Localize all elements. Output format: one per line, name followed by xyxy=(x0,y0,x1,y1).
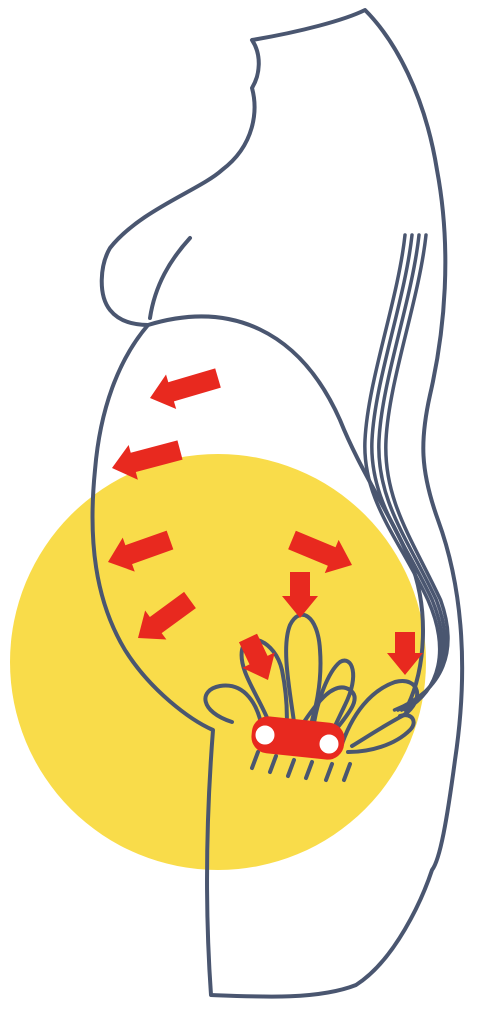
muscle-strand xyxy=(268,754,278,774)
pressure-arrow xyxy=(108,530,174,572)
muscle-strand xyxy=(304,760,314,780)
muscle-strand xyxy=(286,758,296,778)
pressure-arrow xyxy=(112,440,183,480)
breast-fold-line xyxy=(148,236,192,320)
clip-dot-left xyxy=(252,722,278,748)
clip-dot-right xyxy=(316,731,342,757)
spinal-nerve-lines xyxy=(363,233,450,712)
pressure-arrow xyxy=(387,632,423,675)
muscle-strand xyxy=(250,750,260,770)
support-clip xyxy=(251,716,345,760)
spinal-nerve-line xyxy=(370,233,445,712)
muscle-loop xyxy=(298,685,357,740)
torso-outline xyxy=(90,8,465,999)
pressure-arrow xyxy=(282,572,318,618)
spinal-nerve-line xyxy=(363,233,442,712)
muscle-loop xyxy=(338,679,420,752)
pressure-arrow xyxy=(137,591,196,640)
spinal-nerve-line xyxy=(377,233,447,712)
pressure-arrows xyxy=(108,368,423,680)
pressure-arrow xyxy=(149,368,221,410)
muscle-loop xyxy=(203,683,264,730)
spinal-nerve-line xyxy=(384,233,450,712)
pelvic-region-highlight-circle xyxy=(10,454,426,870)
muscle-strand xyxy=(342,762,352,782)
belly-inner-curve xyxy=(146,314,425,707)
pressure-arrow xyxy=(288,530,352,574)
muscle-loop xyxy=(346,713,416,754)
pressure-arrow xyxy=(238,633,275,680)
body-outline xyxy=(90,8,465,999)
muscle-strand xyxy=(324,762,334,782)
